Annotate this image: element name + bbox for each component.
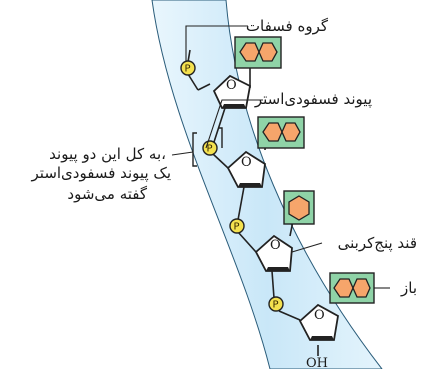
ring-oxygen-label: O: [270, 238, 281, 253]
base-4: [329, 272, 375, 304]
base-3: [283, 190, 315, 225]
svg-text:P: P: [234, 222, 240, 233]
sugar-3: O: [254, 234, 293, 272]
combined-note-line2: یک پیوند فسفودی‌استر: [31, 164, 171, 183]
sugar-4: O: [298, 303, 339, 341]
leader-note: [171, 151, 194, 156]
svg-text:P: P: [207, 144, 213, 155]
ring-oxygen-label: O: [241, 155, 252, 170]
svg-text:P: P: [185, 64, 191, 75]
leader-phosphate: [185, 25, 248, 61]
leader-sugar: [291, 242, 323, 253]
base-label: باز: [400, 279, 417, 297]
combined-note-line3: گفته می‌شود: [67, 185, 147, 203]
phosphate-3: P: [229, 218, 245, 234]
svg-text:P: P: [273, 300, 279, 311]
bond-bracket: [192, 127, 223, 167]
base-2: [257, 116, 305, 149]
combined-note-line1: به کل این دو پیوند،: [49, 145, 166, 164]
phosphate-2: P: [202, 140, 218, 156]
leader-bond: [205, 99, 263, 149]
phosphate-4: P: [268, 296, 284, 312]
sugar-2: O: [226, 150, 266, 188]
pentose-sugar-label: قند پنج‌کربنی: [338, 234, 417, 253]
hydroxyl-label: OH: [306, 356, 328, 369]
ring-oxygen-label: O: [314, 308, 325, 323]
phosphate-1: P: [180, 60, 196, 76]
base-1: [234, 36, 282, 69]
ring-oxygen-label: O: [226, 78, 237, 93]
phosphate-group-label: گروه فسفات: [246, 17, 329, 35]
phosphodiester-bond-label: پیوند فسفودی‌استر: [254, 90, 372, 109]
